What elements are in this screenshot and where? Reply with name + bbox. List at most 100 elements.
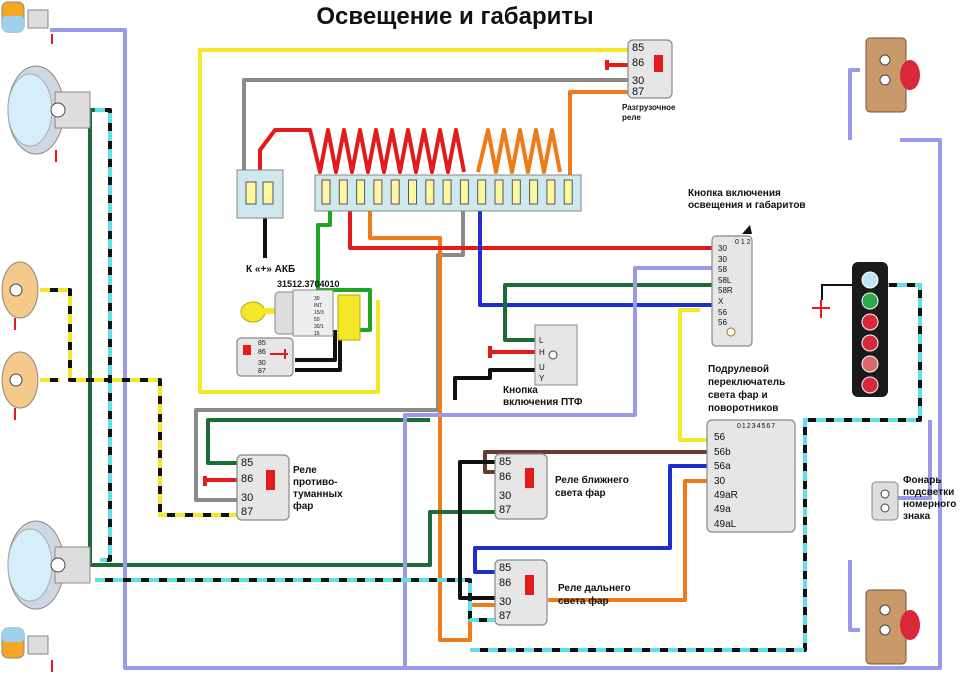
relay-coil <box>654 55 663 72</box>
svg-text:85: 85 <box>258 340 266 347</box>
fuse <box>373 179 383 205</box>
svg-text:86: 86 <box>258 349 266 356</box>
svg-text:освещения и габаритов: освещения и габаритов <box>688 199 806 211</box>
warning-lamp-icon <box>861 355 879 373</box>
instrument-cluster <box>852 262 888 397</box>
svg-text:56: 56 <box>718 318 727 327</box>
svg-text:49a: 49a <box>714 504 731 515</box>
svg-text:Кнопка: Кнопка <box>503 385 538 396</box>
svg-text:INT: INT <box>314 303 322 309</box>
battery-label: К «+» АКБ <box>246 264 295 275</box>
svg-text:86: 86 <box>499 471 511 483</box>
wire-blue-56a <box>473 464 707 574</box>
rocker-button <box>715 225 752 234</box>
svg-text:86: 86 <box>241 473 253 485</box>
fuse <box>477 179 487 205</box>
svg-text:86: 86 <box>632 57 644 69</box>
svg-text:переключатель: переключатель <box>708 377 785 388</box>
svg-text:противо-: противо- <box>293 477 338 488</box>
fog-lamp-left <box>1 261 39 330</box>
svg-text:85: 85 <box>499 456 511 468</box>
wire-red-jumpers <box>258 128 466 174</box>
fuse <box>321 179 331 205</box>
wire-orange-jumpers <box>476 128 562 174</box>
svg-text:знака: знака <box>903 511 931 522</box>
connector <box>337 294 361 341</box>
svg-text:85: 85 <box>499 562 511 574</box>
wire-darkgreen-fog85 <box>206 418 430 465</box>
ignition-relay: 85 86 30 87 <box>236 337 294 377</box>
wire-orange-high <box>368 210 495 642</box>
bulb-icon <box>548 350 558 360</box>
rear-lamp-top <box>865 37 920 113</box>
wire-black-ptf <box>453 368 535 400</box>
svg-text:Реле ближнего: Реле ближнего <box>555 474 629 486</box>
warning-lamp-icon <box>861 376 879 394</box>
svg-text:Реле: Реле <box>293 465 317 476</box>
svg-text:87: 87 <box>241 506 253 518</box>
svg-text:30: 30 <box>499 596 511 608</box>
fuse-box <box>314 174 582 212</box>
svg-text:30: 30 <box>714 476 726 487</box>
wire-lilac-rear <box>848 68 860 632</box>
svg-text:58L: 58L <box>718 276 732 285</box>
svg-text:0 1 2: 0 1 2 <box>735 239 751 246</box>
wire-darkgreen-head <box>88 108 495 567</box>
svg-text:30: 30 <box>718 255 727 264</box>
svg-text:фар: фар <box>293 500 313 512</box>
warning-lamp-icon <box>861 271 879 289</box>
svg-text:поворотников: поворотников <box>708 403 778 414</box>
svg-text:58R: 58R <box>718 286 733 295</box>
turn-signal-front-left-top <box>1 1 53 44</box>
svg-text:15: 15 <box>314 331 320 337</box>
steering-switch: Подрулевой переключатель света фар и пов… <box>706 364 796 533</box>
svg-text:30: 30 <box>499 490 511 502</box>
svg-text:50: 50 <box>314 317 320 323</box>
wire-orange-30 <box>548 479 707 602</box>
fuse <box>511 179 521 205</box>
svg-text:света фар и: света фар и <box>708 389 768 401</box>
key-icon <box>240 301 266 323</box>
svg-text:света фар: света фар <box>555 487 606 499</box>
wire-grey-fog <box>194 210 465 502</box>
svg-text:Реле дальнего: Реле дальнего <box>558 583 631 594</box>
svg-text:30/1: 30/1 <box>314 324 324 330</box>
headlight-left <box>7 65 91 162</box>
wire-lilac-left <box>50 28 405 670</box>
wire-black-head <box>95 108 112 562</box>
svg-text:Y: Y <box>539 374 545 383</box>
svg-text:Кнопка включения: Кнопка включения <box>688 188 781 199</box>
wire-black-relays85 <box>458 460 495 600</box>
svg-text:L: L <box>539 336 544 345</box>
svg-text:включения ПТФ: включения ПТФ <box>503 397 583 408</box>
svg-text:30: 30 <box>632 75 644 87</box>
svg-text:87: 87 <box>499 504 511 516</box>
svg-text:30: 30 <box>314 296 320 302</box>
ptf-button: L H U Y Кнопка включения ПТФ <box>503 324 583 408</box>
svg-text:номерного: номерного <box>903 499 956 510</box>
svg-text:15/3: 15/3 <box>314 310 324 316</box>
wires <box>40 28 942 670</box>
headlight-right <box>7 520 91 610</box>
wire-yellow <box>198 48 628 394</box>
svg-text:87: 87 <box>258 368 266 375</box>
fuse <box>356 179 366 205</box>
svg-text:31512.3704010: 31512.3704010 <box>277 279 340 289</box>
svg-text:87: 87 <box>499 610 511 622</box>
ignition-switch: 31512.3704010 30 INT 15/3 50 30/1 15 <box>240 279 361 341</box>
warning-lamp-icon <box>861 334 879 352</box>
svg-text:85: 85 <box>632 42 644 54</box>
svg-text:X: X <box>718 297 724 306</box>
svg-text:30: 30 <box>718 244 727 253</box>
wire-blue-x <box>478 210 712 307</box>
svg-text:56: 56 <box>718 308 727 317</box>
fuse <box>408 179 417 205</box>
fuse <box>529 179 539 205</box>
fuse <box>442 179 452 205</box>
fuse <box>390 179 400 205</box>
svg-text:56a: 56a <box>714 461 731 472</box>
fuse <box>494 179 504 205</box>
bulb-icon <box>50 557 66 573</box>
svg-text:H: H <box>539 348 545 357</box>
unload-relay-label: Разгрузочное <box>622 103 676 112</box>
